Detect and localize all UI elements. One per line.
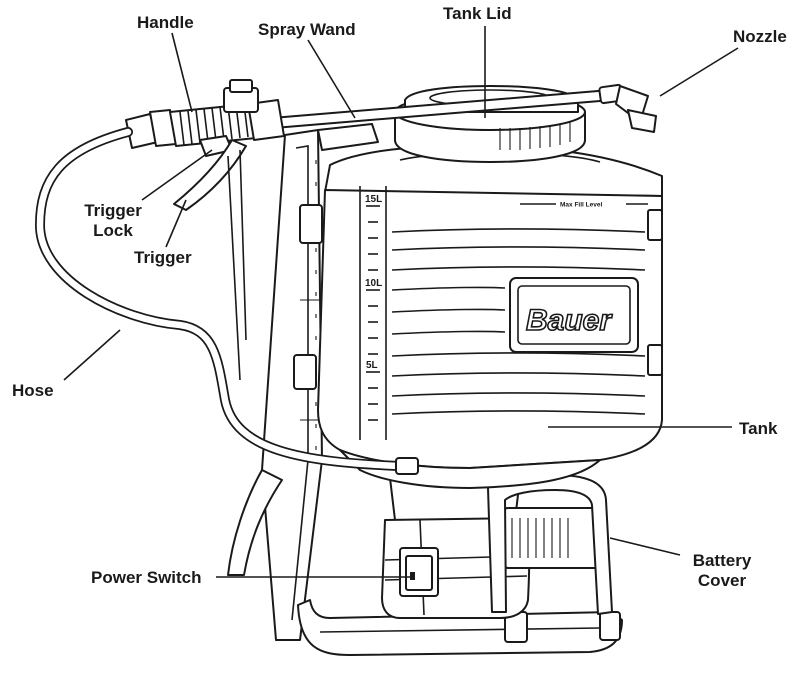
label-nozzle: Nozzle: [733, 27, 787, 46]
label-battery-cover: Battery Cover: [684, 551, 760, 591]
label-trigger-lock-line1: Trigger: [84, 201, 142, 220]
label-tank: Tank: [739, 419, 778, 438]
power-switch: [399, 547, 439, 597]
max-fill-text: Max Fill Level: [560, 202, 602, 209]
tank: Max Fill Level 15L 10L 5L Bauer: [293, 144, 663, 489]
label-trigger-lock: Trigger Lock: [78, 201, 148, 241]
label-trigger: Trigger: [134, 248, 192, 267]
scale-10l: 10L: [365, 278, 382, 289]
scale-15l: 15L: [365, 194, 382, 205]
scale-5l: 5L: [366, 360, 378, 371]
base-frame: [297, 599, 623, 656]
nozzle: [598, 83, 657, 133]
label-battery-cover-line2: Cover: [697, 571, 747, 590]
hose: [34, 127, 419, 475]
handle: [125, 79, 285, 149]
backpack-frame: [227, 129, 323, 641]
brand-logo: Bauer: [526, 304, 613, 337]
trigger-assembly: [173, 135, 247, 381]
leader-lines: [63, 26, 739, 578]
label-hose: Hose: [12, 381, 54, 400]
label-handle: Handle: [137, 13, 194, 32]
label-trigger-lock-line2: Lock: [93, 221, 133, 240]
label-battery-cover-line1: Battery: [692, 551, 752, 570]
label-power-switch: Power Switch: [91, 568, 202, 587]
label-tank-lid: Tank Lid: [443, 4, 512, 23]
battery-cover: [487, 473, 613, 615]
label-spray-wand: Spray Wand: [258, 20, 356, 39]
